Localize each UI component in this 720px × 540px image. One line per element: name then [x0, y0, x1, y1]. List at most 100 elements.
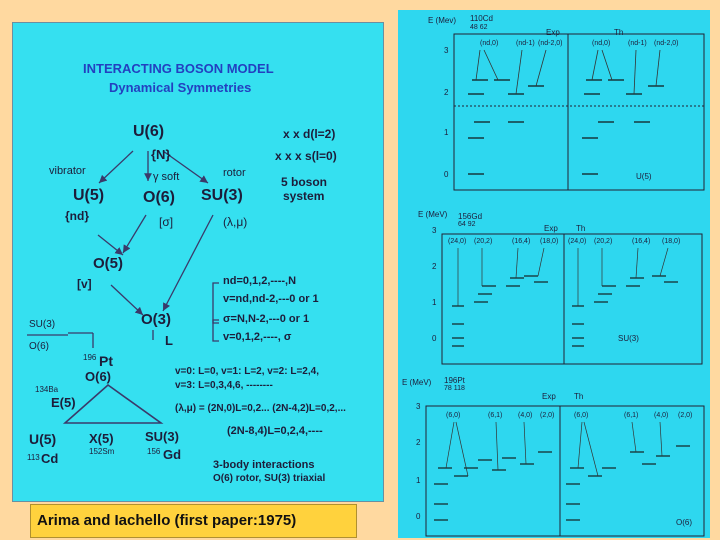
- band-label: (nd-1): [628, 40, 647, 47]
- band-label: (18,0): [662, 238, 681, 245]
- rule-bracket-2: [212, 319, 219, 342]
- band-label: (20,2): [474, 238, 493, 245]
- quantum-rule-1: nd=0,1,2,----,N: [223, 275, 297, 287]
- spectrum-panel-gd156: E (MeV) 156Gd 64 92 Exp Th (24,0) (20,2)…: [398, 206, 710, 366]
- lambda-mu-equation-2: (2N-8,4)L=0,2,4,----: [227, 425, 323, 437]
- band-label: (16,4): [632, 238, 651, 245]
- boson-system-label-1: 5 boson: [281, 175, 328, 189]
- model-title: INTERACTING BOSON MODEL: [83, 61, 274, 76]
- lambda-mu-equation: (λ,μ) = (2N,0)L=0,2... (2N-4,2)L=0,2,...: [175, 403, 346, 414]
- nucleus-zn: 48 62: [470, 24, 488, 31]
- group-o5: O(5): [93, 255, 123, 272]
- symmetry-label: O(6): [676, 518, 692, 527]
- axis-tick: 1: [416, 476, 421, 485]
- band-label: (20,2): [594, 238, 613, 245]
- level-scheme-cd110: [453, 33, 705, 191]
- nucleus-cd: Cd: [41, 451, 59, 466]
- energy-axis-label: E (MeV): [402, 378, 432, 387]
- group-o6: O(6): [143, 189, 175, 206]
- symmetry-triangle: [62, 383, 164, 424]
- band-label: (6,0): [446, 412, 461, 419]
- arrow-o6-o5: [122, 214, 147, 254]
- band-label: (6,0): [574, 412, 589, 419]
- band-label: (nd-2,0): [654, 40, 679, 47]
- arrow-su3-o3: [162, 214, 214, 312]
- nucleus-zn: 64 92: [458, 221, 476, 228]
- boson-system-label-2: system: [283, 189, 325, 203]
- band-label: (4,0): [518, 412, 533, 419]
- label-L: L: [165, 333, 173, 348]
- caption-box: Arima and Iachello (first paper:1975): [30, 504, 357, 538]
- level-scheme-pt196: [425, 405, 705, 537]
- th-header: Th: [614, 28, 624, 37]
- quantum-rule-4: v=0,1,2,----, σ: [223, 331, 292, 343]
- th-header: Th: [574, 392, 584, 401]
- energy-axis-label: E (MeV): [418, 210, 448, 219]
- energy-axis-label: E (Mev): [428, 16, 456, 25]
- label-o6-small: O(6): [29, 341, 49, 352]
- band-label: (18,0): [540, 238, 559, 245]
- cd-mass-number: 113: [27, 453, 40, 462]
- three-body-label: 3-body interactions: [213, 459, 315, 471]
- symmetry-label: SU(3): [618, 334, 639, 343]
- ibm-diagram-panel: INTERACTING BOSON MODEL Dynamical Symmet…: [12, 22, 384, 502]
- s-boson-label: x x x s(l=0): [275, 149, 337, 163]
- label-nd: {nd}: [65, 209, 89, 223]
- three-body-label-2: O(6) rotor, SU(3) triaxial: [213, 473, 326, 484]
- arrow-u6-su3: [162, 150, 209, 184]
- arrow-u6-u5: [98, 150, 134, 184]
- label-su3-small: SU(3): [29, 319, 56, 330]
- label-rotor: rotor: [223, 167, 246, 179]
- triangle-su3: SU(3): [145, 429, 179, 444]
- axis-tick: 2: [444, 88, 449, 97]
- band-label: (nd-2,0): [538, 40, 563, 47]
- group-o3: O(3): [141, 311, 171, 328]
- symmetry-chain-arrows: [27, 150, 219, 424]
- exp-header: Exp: [542, 392, 556, 401]
- quantum-rule-3: σ=N,N-2,---0 or 1: [223, 313, 310, 325]
- band-label: (nd,0): [480, 40, 499, 47]
- pt-mass-number: 196: [83, 353, 97, 362]
- rule-bracket-1: [212, 282, 219, 324]
- axis-tick: 2: [416, 438, 421, 447]
- band-label: (16,4): [512, 238, 531, 245]
- band-label: (4,0): [654, 412, 669, 419]
- nucleus-label: 110Cd: [470, 14, 493, 23]
- group-su3: SU(3): [201, 187, 243, 204]
- label-ba134: 134Ba: [35, 385, 59, 394]
- axis-tick: 0: [444, 170, 449, 179]
- d-boson-label: x x d(l=2): [283, 127, 336, 141]
- nucleus-label: 196Pt: [444, 376, 465, 385]
- arrow-o5-o3: [110, 284, 144, 316]
- band-label: (2,0): [540, 412, 555, 419]
- band-label: (nd-1): [516, 40, 535, 47]
- group-e5: E(5): [51, 395, 76, 410]
- band-label: (24,0): [448, 238, 467, 245]
- nucleus-pt: Pt: [99, 353, 113, 369]
- exp-header: Exp: [546, 28, 560, 37]
- axis-tick: 2: [432, 262, 437, 271]
- label-sigma: [σ]: [159, 215, 174, 229]
- axis-tick: 3: [432, 226, 437, 235]
- v-l-rules-2: v=3: L=0,3,4,6, --------: [175, 380, 273, 391]
- triangle-u5: U(5): [29, 431, 57, 447]
- group-u6: U(6): [133, 123, 165, 140]
- axis-tick: 1: [432, 298, 437, 307]
- band-label: (2,0): [678, 412, 693, 419]
- level-scheme-gd156: [441, 233, 703, 365]
- label-gamma-soft: γ soft: [153, 171, 180, 183]
- v-l-rules-1: v=0: L=0, v=1: L=2, v=2: L=2,4,: [175, 366, 319, 377]
- label-n: {N}: [151, 147, 171, 162]
- spectrum-panel-pt196: E (MeV) 196Pt 78 118 Exp Th (6,0) (6,1) …: [398, 372, 710, 538]
- triangle-x5: X(5): [89, 431, 114, 446]
- arrow-u5-o5: [97, 234, 124, 256]
- axis-tick: 3: [416, 402, 421, 411]
- band-label: (6,1): [624, 412, 639, 419]
- exp-header: Exp: [544, 224, 558, 233]
- axis-tick: 0: [432, 334, 437, 343]
- quantum-rule-2: v=nd,nd-2,---0 or 1: [223, 293, 319, 305]
- spectra-column: E (Mev) 110Cd 48 62 Exp Th (nd,0) (nd-1)…: [398, 10, 710, 538]
- nucleus-label: 156Gd: [458, 212, 483, 221]
- th-header: Th: [576, 224, 586, 233]
- axis-tick: 3: [444, 46, 449, 55]
